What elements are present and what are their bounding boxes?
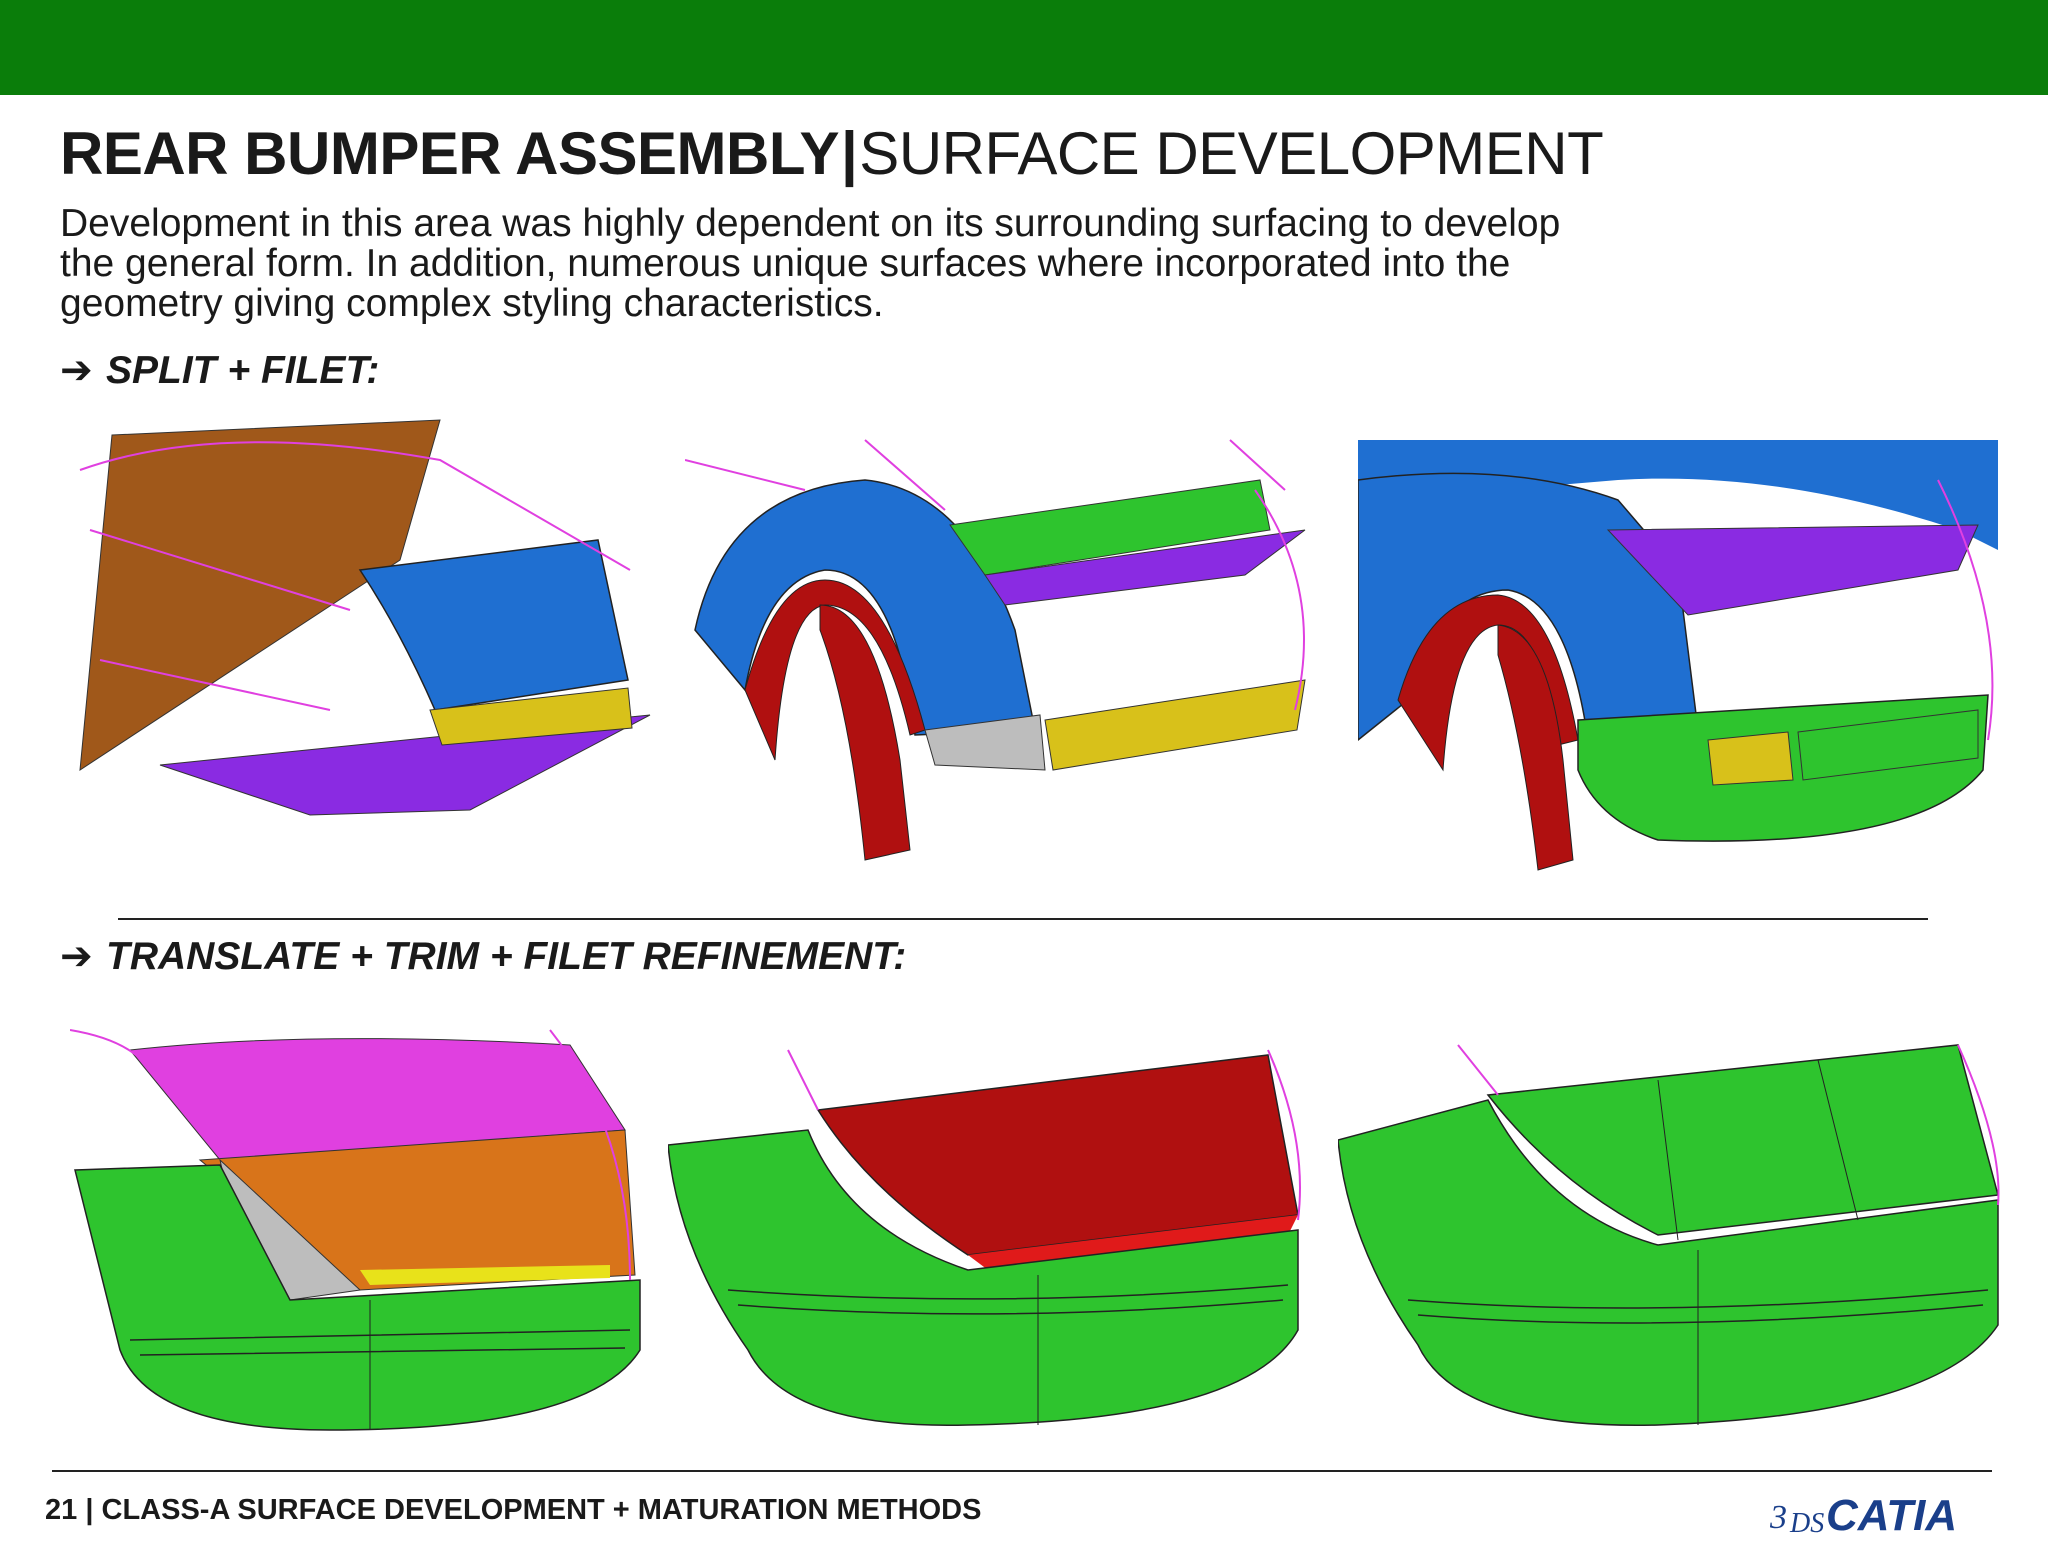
slide-title: REAR BUMPER ASSEMBLY|SURFACE DEVELOPMENT bbox=[60, 118, 1604, 190]
svg-text:CATIA: CATIA bbox=[1826, 1491, 1957, 1540]
catia-logo: 3 DS CATIA bbox=[1768, 1478, 1992, 1542]
intro-paragraph: Development in this area was highly depe… bbox=[60, 204, 1760, 324]
footer-separator: | bbox=[85, 1494, 94, 1526]
refinement-image-1 bbox=[70, 1010, 650, 1440]
title-light: SURFACE DEVELOPMENT bbox=[859, 120, 1604, 187]
refinement-image-2 bbox=[668, 1030, 1308, 1450]
section-heading-split-filet: ➔ SPLIT + FILET: bbox=[60, 348, 379, 393]
svg-text:DS: DS bbox=[1789, 1508, 1824, 1539]
section-divider bbox=[118, 918, 1928, 920]
footer-divider bbox=[52, 1470, 1992, 1472]
title-separator: | bbox=[841, 120, 858, 187]
footer-title: CLASS-A SURFACE DEVELOPMENT + MATURATION… bbox=[101, 1494, 982, 1526]
header-band bbox=[0, 0, 2048, 95]
intro-line: the general form. In addition, numerous … bbox=[60, 242, 1511, 285]
footer: 21 | CLASS-A SURFACE DEVELOPMENT + MATUR… bbox=[45, 1494, 981, 1527]
arrow-right-icon: ➔ bbox=[60, 935, 93, 978]
intro-line: geometry giving complex styling characte… bbox=[60, 282, 884, 325]
page-number: 21 bbox=[45, 1494, 78, 1526]
split-filet-image-3 bbox=[1358, 440, 1998, 880]
split-filet-image-2 bbox=[685, 430, 1325, 880]
refinement-image-3 bbox=[1338, 1035, 2008, 1445]
svg-text:3: 3 bbox=[1769, 1499, 1787, 1536]
split-filet-image-1 bbox=[70, 410, 670, 830]
section-heading-translate-trim: ➔ TRANSLATE + TRIM + FILET REFINEMENT: bbox=[60, 934, 906, 979]
title-bold: REAR BUMPER ASSEMBLY bbox=[60, 120, 840, 187]
section-label: TRANSLATE + TRIM + FILET REFINEMENT: bbox=[106, 935, 907, 978]
intro-line: Development in this area was highly depe… bbox=[60, 202, 1561, 245]
section-label: SPLIT + FILET: bbox=[106, 349, 380, 392]
arrow-right-icon: ➔ bbox=[60, 349, 93, 392]
